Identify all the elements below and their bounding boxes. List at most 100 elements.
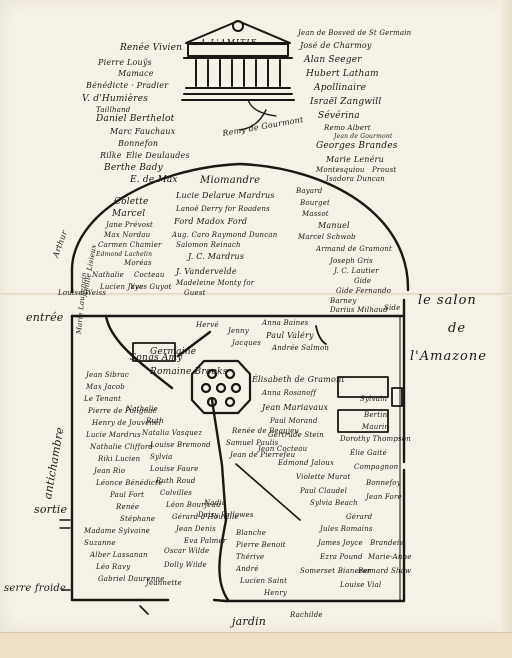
name: Jacques xyxy=(232,339,262,347)
name: Jean Denis xyxy=(176,525,216,533)
name: Marcel xyxy=(112,209,146,219)
name: Daniel Berthelot xyxy=(96,114,175,124)
name: Jenny xyxy=(228,327,249,335)
name: Lucie Mardrus xyxy=(86,431,141,439)
paper-edge xyxy=(498,0,512,632)
name: Henry de Jouvenel xyxy=(92,419,162,427)
name: Bourget xyxy=(300,199,331,207)
name: Violette Murat xyxy=(296,473,351,481)
name: Marie-Anne xyxy=(368,553,412,561)
name: Lucien Jaye xyxy=(100,283,144,291)
name: Louise Bremond xyxy=(150,441,211,449)
name: Anna Rosanoff xyxy=(262,389,317,397)
name: Bénédicte · Pradier xyxy=(86,81,169,90)
name: Darius Milhaud xyxy=(330,306,388,314)
name: Dolly Wilde xyxy=(164,561,207,569)
name: Renée Vivien xyxy=(120,43,183,53)
name: Renée xyxy=(116,503,140,511)
name: Léo Ravy xyxy=(96,563,131,571)
name: Sylvia xyxy=(150,453,173,461)
name: Edmond Lachelin xyxy=(96,251,153,258)
name: Sylvain xyxy=(360,395,388,403)
name: Max Jacob xyxy=(86,383,125,391)
name: Barney xyxy=(330,297,357,305)
name: Taillhand xyxy=(96,106,131,114)
name: Marcel Schwob xyxy=(298,233,356,241)
name: Lucien Saint xyxy=(240,577,288,585)
name: Brandeis xyxy=(370,539,404,547)
temple-sign: A L'AMITIE xyxy=(200,38,258,47)
name: Miomandre xyxy=(200,175,261,186)
doorways xyxy=(59,109,267,591)
name: Somerset Bianeron xyxy=(300,567,372,575)
name: Alber Lassanan xyxy=(90,551,148,559)
name: Joseph Gris xyxy=(330,257,373,265)
name: Le Tenant xyxy=(84,395,122,403)
name: Gide xyxy=(354,277,372,285)
name: Songs Amy xyxy=(130,353,183,363)
backing-board xyxy=(0,632,512,658)
name: Nathalie Clifford xyxy=(90,443,154,451)
name: E. de Max xyxy=(130,175,178,185)
name: Paul Fort xyxy=(110,491,145,499)
label-entree: entrée xyxy=(26,311,64,324)
label-serre-froide: serre froide xyxy=(4,583,67,594)
name: Anna Baines xyxy=(262,319,309,327)
name: Remo Albert xyxy=(324,124,371,132)
name: Isadora Duncan xyxy=(326,175,386,183)
name: Proust xyxy=(372,166,397,174)
name: J. C. Lautier xyxy=(334,267,379,275)
name: Élisabeth de Gramont xyxy=(252,375,345,384)
name: Pierre Louÿs xyxy=(98,58,152,67)
name: V. d'Humières xyxy=(82,94,149,104)
title-line-1: le salon xyxy=(418,293,477,308)
name: Paul Valéry xyxy=(266,331,314,340)
name: Ruth xyxy=(146,417,164,425)
name: Compagnon xyxy=(354,463,399,471)
name: Marie Lenéru xyxy=(326,155,384,164)
label-margin: Louise Weiss xyxy=(58,289,107,297)
title-line-2: de xyxy=(448,321,467,336)
name: Colvilles xyxy=(160,489,193,497)
name: Ruth Roud xyxy=(156,477,196,485)
central-table xyxy=(190,359,252,415)
name: Bonnefoy xyxy=(366,479,401,487)
name: Max Nordau xyxy=(104,231,151,239)
name: Gide Fernando xyxy=(336,287,392,295)
name: Guest xyxy=(184,289,206,297)
name: Nathalie xyxy=(126,405,159,413)
name: Pierre de Polignac xyxy=(88,407,157,415)
label-side: Side xyxy=(384,304,401,312)
name: Oscar Wilde xyxy=(164,547,210,555)
name: Jules Romains xyxy=(320,525,373,533)
name: Jeannette xyxy=(146,579,182,587)
name: Lanoë Derry for Roadens xyxy=(176,205,270,213)
name: Sylvia Beach xyxy=(310,499,358,507)
name: Massot xyxy=(302,210,329,218)
name: Gérard d'Houville xyxy=(172,513,239,521)
name: Sévérina xyxy=(318,111,360,121)
name: Élie Gaité xyxy=(350,449,387,457)
name: Jean de Gourmont xyxy=(334,133,393,140)
name: Georges Brandes xyxy=(316,141,398,151)
name: Jean Cocteau xyxy=(258,445,308,453)
name: Jean Mariavaux xyxy=(262,403,329,412)
name: Dorothy Thompson xyxy=(340,435,411,443)
name: Léonce Bénédicte xyxy=(96,479,163,487)
name: Bonnefon xyxy=(118,139,159,148)
name: Armand de Gramont xyxy=(316,245,392,253)
name: Eva Palmer xyxy=(184,537,227,545)
name: Daisy Fellowes xyxy=(198,511,254,519)
name: Pierre Benoit xyxy=(236,541,286,549)
name: Stéphane xyxy=(120,515,156,523)
name: Elie Deulaudes xyxy=(126,151,190,160)
paper-fold xyxy=(0,293,512,296)
name: Suzanne xyxy=(84,539,116,547)
label-sortie: sortie xyxy=(34,503,68,516)
name: Cocteau xyxy=(134,271,165,279)
name: Bertin xyxy=(364,411,388,419)
name: Jean Rio xyxy=(94,467,126,475)
name: J. Vandervelde xyxy=(176,267,237,276)
name: José de Charmoy xyxy=(300,41,372,50)
name: Natalia Vasquez xyxy=(142,429,203,437)
